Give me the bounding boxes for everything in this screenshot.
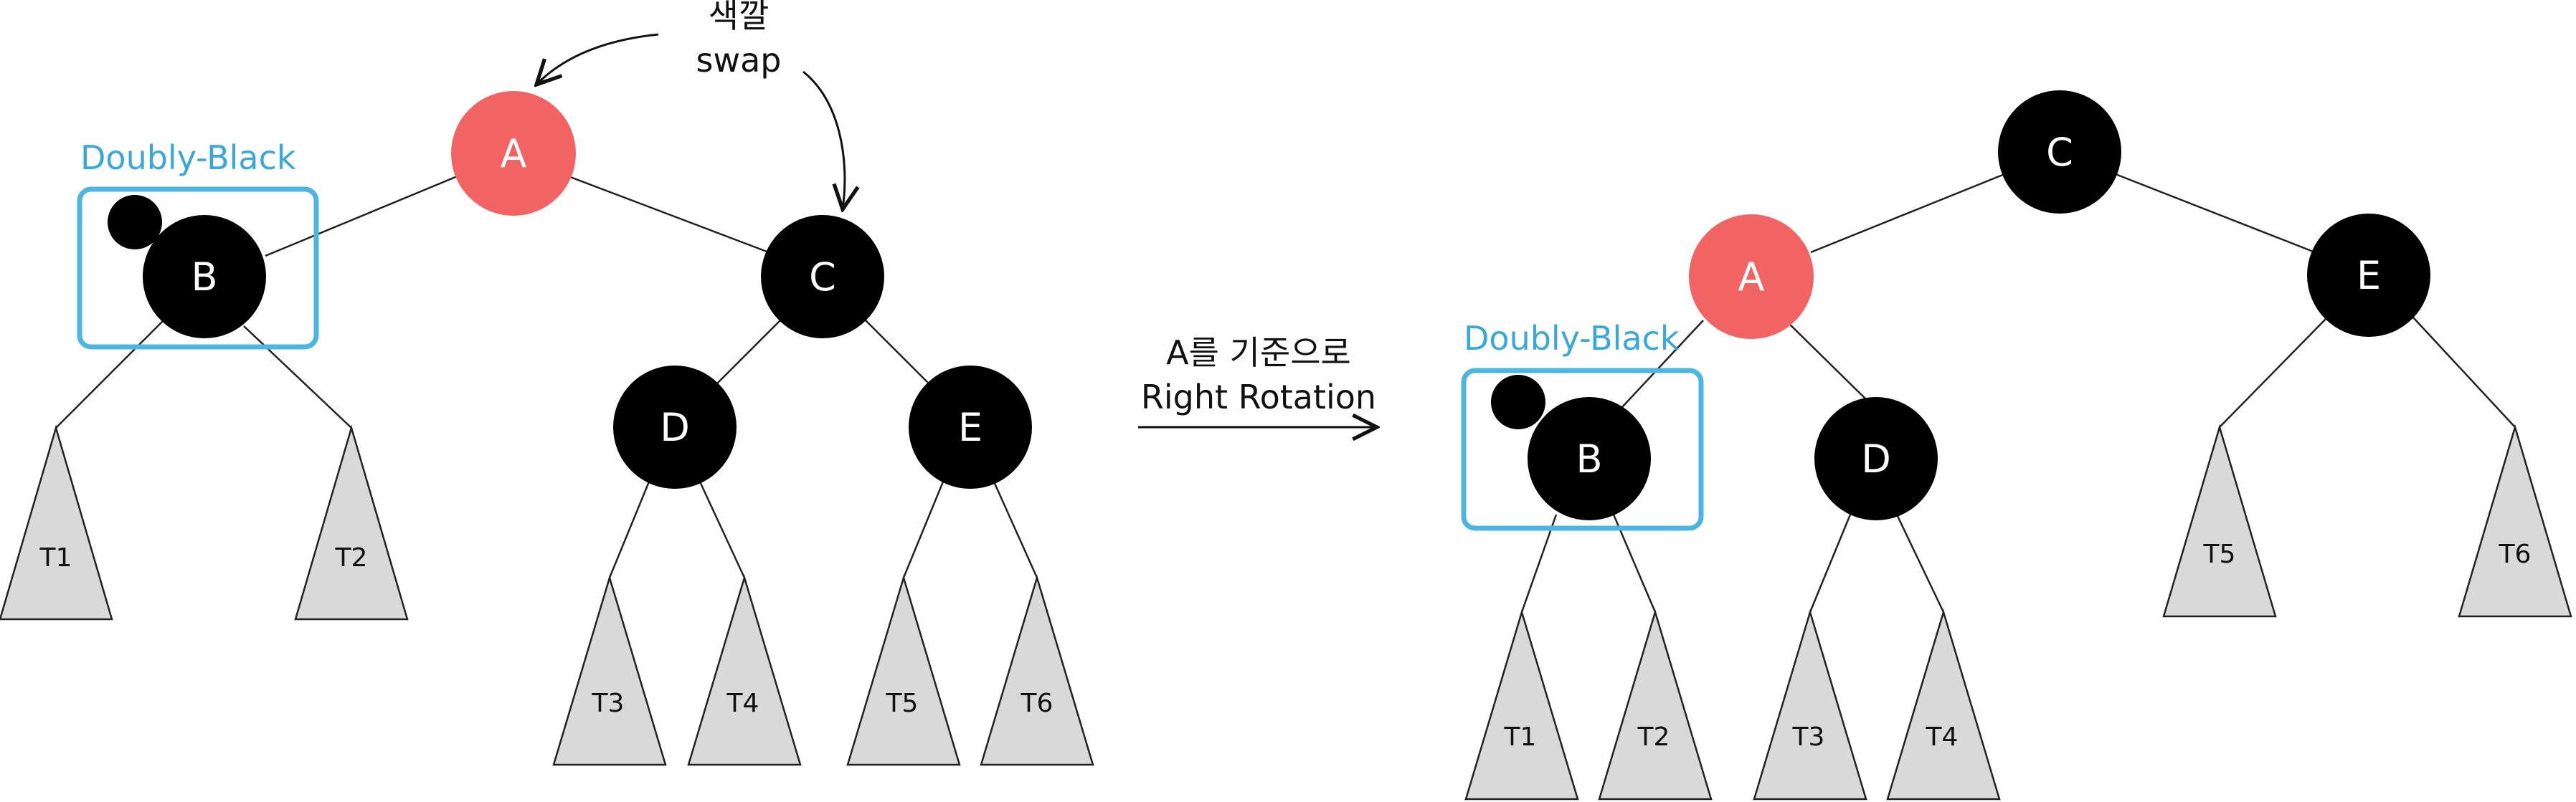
node-e-after-circle — [2307, 214, 2430, 337]
tree-after-subtrees — [1464, 424, 2572, 801]
extra-black-token — [108, 195, 162, 249]
node-c-before: C — [761, 215, 884, 338]
doubly-black-highlight-before — [77, 186, 319, 350]
node-b-before: B — [108, 195, 266, 338]
subtree-t6-label: T6 — [1021, 689, 1053, 718]
node-b-label: B — [191, 254, 217, 300]
edge-d-t3 — [1809, 514, 1852, 613]
swap-note-line1: 색깔 — [709, 0, 770, 35]
node-e-after-label: E — [2357, 253, 2381, 298]
edge-d-t4 — [698, 479, 746, 578]
node-d-after-circle — [1814, 397, 1938, 520]
node-e-label: E — [958, 405, 982, 450]
subtree-t1 — [0, 424, 113, 621]
subtree-t4-after-label: T4 — [1926, 722, 1959, 752]
tree-before: T1 T2 T3 T4 T5 T6 Doubly-Black B A C D — [0, 0, 1094, 766]
subtree-t6 — [980, 574, 1094, 766]
node-c-after: C — [1998, 90, 2121, 214]
node-a-after-circle — [1689, 214, 1814, 339]
node-e-after: E — [2307, 214, 2430, 337]
subtree-t1-label: T1 — [39, 543, 72, 573]
edge-a-b — [265, 174, 460, 257]
tree-before-subtrees — [0, 424, 1094, 766]
doubly-black-tag-before: Doubly-Black — [80, 138, 296, 177]
node-e-circle — [909, 366, 1032, 489]
node-c-circle — [761, 215, 884, 338]
subtree-t2-after — [1598, 608, 1713, 801]
edge-d-t3 — [608, 472, 654, 578]
subtree-t3-after-label: T3 — [1792, 722, 1825, 752]
tree-after: T1 T2 T3 T4 T5 T6 Doubly-Black C A E B — [1461, 90, 2572, 801]
subtree-t3 — [552, 574, 667, 766]
node-d-after-label: D — [1861, 436, 1891, 482]
swap-arrow-to-a — [536, 33, 659, 85]
subtree-t4 — [687, 574, 802, 766]
tree-before-edges — [55, 174, 1038, 578]
node-b-after-circle — [1528, 397, 1651, 520]
node-a-after-label: A — [1738, 254, 1765, 300]
subtree-t2-after-label: T2 — [1637, 722, 1670, 752]
swap-arrow-to-c — [802, 70, 845, 209]
color-swap-note: 색깔 swap — [536, 0, 845, 209]
node-d-after: D — [1814, 397, 1938, 520]
rotation-operation: A를 기준으로 Right Rotation — [1138, 333, 1377, 427]
subtree-t3-label: T3 — [592, 689, 625, 718]
subtree-t6-after — [2458, 424, 2572, 618]
edge-b-t2 — [1612, 514, 1657, 613]
operation-note-line1: A를 기준으로 — [1166, 333, 1351, 372]
edge-c-e — [2115, 173, 2316, 254]
node-a-after: A — [1689, 214, 1814, 339]
edge-d-t4 — [1895, 514, 1945, 613]
subtree-t3-after — [1753, 608, 1867, 801]
edge-e-t6 — [2412, 317, 2516, 428]
edge-e-t5 — [902, 472, 948, 578]
subtree-t4-after — [1886, 608, 2001, 801]
subtree-t6-after-label: T6 — [2499, 540, 2532, 569]
edge-e-t5 — [2219, 317, 2328, 428]
node-c-after-label: C — [2046, 130, 2073, 175]
subtree-t5-after-label: T5 — [2203, 540, 2236, 569]
subtree-t2-label: T2 — [335, 543, 368, 573]
node-d-label: D — [660, 405, 690, 450]
node-d-circle — [613, 366, 737, 489]
doubly-black-tag-after: Doubly-Black — [1464, 319, 1680, 358]
operation-note-line2: Right Rotation — [1141, 378, 1376, 416]
node-c-label: C — [809, 254, 836, 300]
edge-b-t1 — [1520, 514, 1558, 613]
extra-black-token-after — [1491, 375, 1545, 429]
subtree-t5 — [846, 574, 961, 766]
node-c-after-circle — [1998, 90, 2121, 214]
node-e-before: E — [909, 366, 1032, 489]
subtree-t4-label: T4 — [726, 689, 759, 718]
edge-c-a — [1810, 173, 2005, 254]
node-d-before: D — [613, 366, 737, 489]
node-b-after-label: B — [1576, 436, 1602, 482]
edge-e-t6 — [992, 479, 1038, 578]
node-a-label: A — [501, 131, 527, 176]
subtree-t1-after-label: T1 — [1504, 722, 1537, 752]
subtree-t5-after — [2162, 424, 2277, 618]
node-b-after: B — [1491, 375, 1651, 520]
tree-after-edges — [1520, 173, 2516, 613]
tree-before-subtree-labels: T1 T2 T3 T4 T5 T6 — [39, 543, 1053, 718]
node-a-circle — [451, 91, 576, 216]
subtree-t5-label: T5 — [886, 689, 919, 718]
node-b-circle — [143, 215, 266, 338]
edge-a-c — [566, 174, 779, 257]
edge-b-t1 — [55, 318, 166, 429]
subtree-t2 — [294, 424, 409, 621]
tree-after-subtree-labels: T1 T2 T3 T4 T5 T6 — [1504, 540, 2532, 752]
edge-a-b — [1621, 320, 1704, 408]
edge-c-e — [863, 318, 933, 388]
swap-note-line2: swap — [696, 41, 782, 80]
doubly-black-highlight-after — [1461, 368, 1704, 531]
edge-b-t2 — [243, 325, 352, 429]
edge-a-d — [1785, 320, 1869, 402]
node-a-before: A — [451, 91, 576, 216]
subtree-t1-after — [1464, 608, 1579, 801]
edge-c-d — [713, 318, 782, 388]
